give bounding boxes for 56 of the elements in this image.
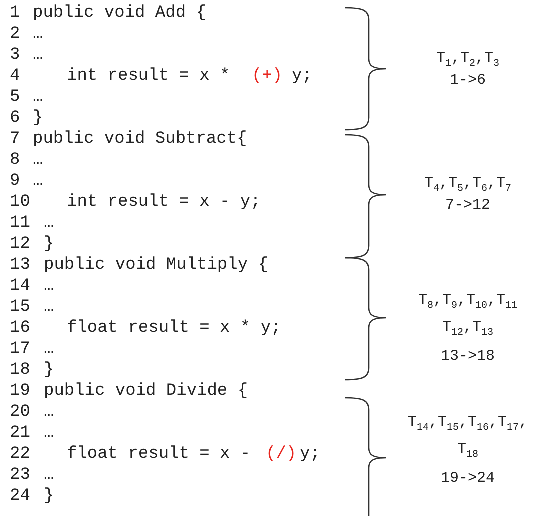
code-line: public void Subtract{: [33, 130, 248, 150]
code-line: …: [33, 46, 44, 66]
code-line: …: [33, 25, 44, 45]
line-number: 12: [10, 235, 30, 255]
code-line: public void Multiply {: [44, 256, 268, 276]
code-line: public void Add {: [33, 4, 206, 24]
code-line: …: [44, 424, 54, 444]
code-line: …: [44, 277, 54, 297]
highlighted-operator: (+): [252, 67, 283, 87]
line-number: 18: [10, 361, 30, 381]
line-number: 20: [10, 403, 30, 423]
line-number: 5: [10, 88, 20, 108]
code-line: …: [44, 403, 54, 423]
line-number: 22: [10, 445, 30, 465]
code-fragment: y;: [300, 445, 320, 465]
line-number: 3: [10, 46, 20, 66]
code-line: float result = x * y;: [67, 319, 282, 339]
line-number: 8: [10, 151, 20, 171]
line-number: 6: [10, 109, 20, 129]
line-range: 19->24: [441, 469, 495, 489]
line-number: 14: [10, 277, 30, 297]
code-line: …: [44, 466, 54, 486]
line-number: 4: [10, 67, 20, 87]
line-number: 21: [10, 424, 30, 444]
code-line: }: [44, 361, 54, 381]
line-number: 15: [10, 298, 30, 318]
code-line: …: [33, 88, 44, 108]
code-fragment: y;: [292, 67, 312, 87]
line-number: 17: [10, 340, 30, 360]
test-case-list: T$_{14}$,T$_{15}$,T$_{16}$,T$_{17}$, T$_{18}$: [408, 412, 528, 466]
line-number: 9: [10, 172, 20, 192]
code-line: int result = x - y;: [67, 193, 261, 213]
code-line: int result = x *: [67, 67, 230, 87]
code-line: }: [44, 487, 54, 507]
line-number: 16: [10, 319, 30, 339]
code-line: }: [33, 109, 44, 129]
code-line: …: [33, 172, 44, 192]
highlighted-operator: (/): [266, 445, 297, 465]
line-number: 7: [10, 130, 20, 150]
line-range: 13->18: [441, 347, 495, 367]
code-line: …: [44, 214, 54, 234]
line-number: 23: [10, 466, 30, 486]
code-line: public void Divide {: [44, 382, 248, 402]
line-number: 19: [10, 382, 30, 402]
line-number: 24: [10, 487, 30, 507]
line-number: 1: [10, 4, 20, 24]
code-line: }: [44, 235, 54, 255]
code-line: …: [44, 298, 54, 318]
line-number: 10: [10, 193, 30, 213]
line-number: 11: [10, 214, 30, 234]
code-line: float result = x -: [67, 445, 251, 465]
code-line: …: [33, 151, 44, 171]
test-case-list: T$_{8}$,T$_{9}$,T$_{10}$,T$_{11}$ T$_{12}$,T$_{13}$: [418, 290, 518, 344]
line-number: 2: [10, 25, 20, 45]
line-number: 13: [10, 256, 30, 276]
code-line: …: [44, 340, 54, 360]
